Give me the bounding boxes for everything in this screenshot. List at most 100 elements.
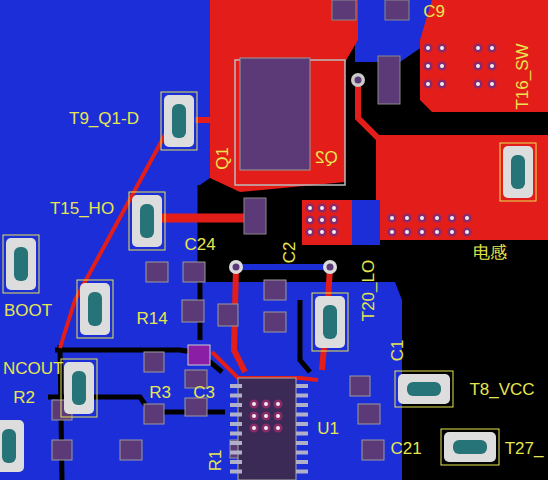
via	[262, 424, 271, 433]
via	[463, 228, 472, 237]
via	[474, 62, 483, 71]
via-hole	[405, 230, 409, 234]
red-trace	[160, 214, 250, 223]
silkscreen-label: 电感	[473, 244, 507, 261]
via	[388, 228, 397, 237]
via-hole	[308, 230, 312, 234]
via-hole	[252, 426, 256, 430]
via-hole	[264, 426, 268, 430]
via	[229, 260, 243, 274]
ic-pin	[230, 432, 242, 436]
silkscreen-label: C21	[390, 440, 421, 457]
via	[438, 80, 447, 89]
silkscreen-label: T27_	[505, 440, 544, 457]
via-hole	[320, 230, 324, 234]
via-hole	[426, 46, 430, 50]
via	[262, 412, 271, 421]
silkscreen-label: C3	[193, 384, 215, 401]
silkscreen-label: R2	[13, 389, 35, 406]
via-hole	[426, 82, 430, 86]
via	[274, 400, 283, 409]
ic-pin	[296, 413, 308, 417]
red-trace	[60, 122, 172, 348]
test-pads	[0, 95, 533, 472]
ic-pin	[230, 441, 242, 445]
via-hole	[420, 216, 424, 220]
ic-pin	[296, 451, 308, 455]
via-hole	[465, 216, 469, 220]
silkscreen-label: C24	[184, 236, 215, 253]
via-hole	[320, 206, 324, 210]
silkscreen-label: BOOT	[4, 302, 52, 319]
mosfet-gate-pad	[244, 198, 266, 234]
red-copper-pour	[420, 0, 548, 112]
via-hole	[332, 218, 336, 222]
via	[403, 214, 412, 223]
silkscreen-label: T16_SW	[513, 43, 530, 109]
via-hole	[420, 230, 424, 234]
ic-pins	[230, 384, 308, 474]
silkscreen-label: Q1	[214, 147, 231, 170]
ic-pin	[296, 460, 308, 464]
via-hole	[390, 230, 394, 234]
via-hole	[465, 230, 469, 234]
via-hole	[252, 414, 256, 418]
via-hole	[490, 46, 494, 50]
silkscreen-label: R3	[149, 384, 171, 401]
via-hole	[426, 64, 430, 68]
smd-pad	[332, 0, 356, 20]
via-hole	[276, 426, 280, 430]
silkscreen-label: C1	[389, 339, 406, 361]
via	[448, 214, 457, 223]
via	[388, 214, 397, 223]
via-hole	[450, 216, 454, 220]
via	[433, 214, 442, 223]
via	[488, 80, 497, 89]
silkscreen-label: T20_LO	[361, 259, 378, 320]
via	[424, 44, 433, 53]
via-hole	[308, 218, 312, 222]
silkscreen-label: T8_VCC	[469, 381, 534, 398]
via-hole	[440, 46, 444, 50]
blue-copper-pour	[0, 0, 402, 480]
via	[418, 228, 427, 237]
ic-pin	[296, 470, 308, 474]
via	[306, 228, 315, 237]
silkscreen-outline	[3, 92, 536, 465]
via-hole	[264, 402, 268, 406]
via-hole	[490, 82, 494, 86]
via-hole	[264, 414, 268, 418]
via	[250, 424, 259, 433]
silkscreen-label: R14	[136, 310, 167, 327]
via	[318, 204, 327, 213]
via-hole	[435, 230, 439, 234]
via	[355, 77, 362, 84]
via	[488, 44, 497, 53]
ic-pin	[230, 384, 242, 388]
via	[438, 44, 447, 53]
via-hole	[440, 64, 444, 68]
via	[262, 400, 271, 409]
via	[323, 260, 337, 274]
via-grids	[250, 44, 497, 433]
via-hole	[276, 402, 280, 406]
switch-pad	[302, 200, 380, 245]
via	[306, 216, 315, 225]
via	[306, 204, 315, 213]
via	[318, 216, 327, 225]
component-body	[378, 56, 400, 104]
via	[274, 424, 283, 433]
smd-pad	[385, 0, 409, 20]
ic-pin	[230, 394, 242, 398]
via	[474, 44, 483, 53]
via-hole	[490, 64, 494, 68]
via	[438, 62, 447, 71]
ic-pin	[230, 403, 242, 407]
ic-pin	[296, 403, 308, 407]
ic-pin	[296, 432, 308, 436]
ic-pin	[230, 470, 242, 474]
via-hole	[440, 82, 444, 86]
silkscreen-label: NCOUT	[3, 360, 63, 377]
